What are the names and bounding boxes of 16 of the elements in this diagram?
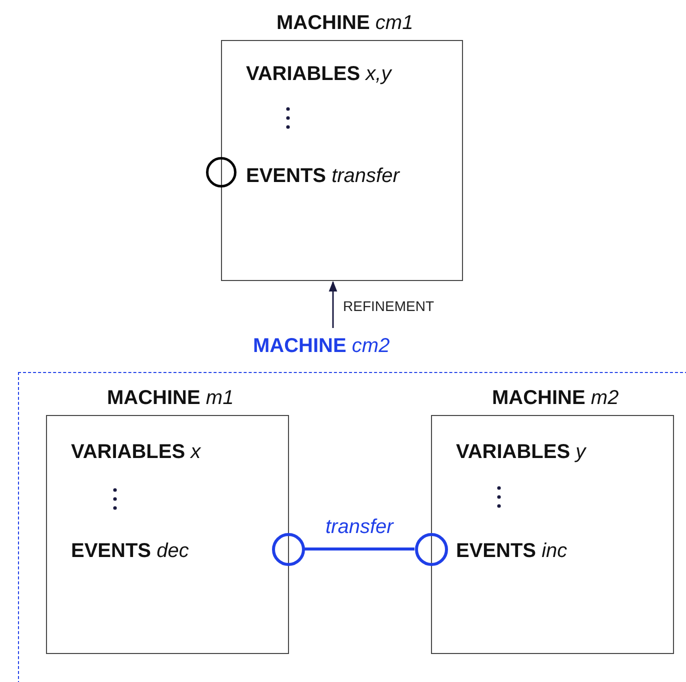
event-port-circle [414,532,448,566]
variables-text: VARIABLES y [456,440,586,464]
event-port-circle [206,156,236,188]
events-text: EVENTS inc [456,539,568,563]
events-text: EVENTS transfer [246,164,400,188]
machine-heading: MACHINE m2 [492,386,619,410]
connector-line [304,548,414,550]
machine-heading: MACHINE m1 [107,386,234,410]
refinement-arrow [328,280,338,328]
event-port-circle [272,532,304,566]
machine-heading: MACHINE cm1 [276,11,414,35]
edge-label: REFINEMENT [343,298,434,314]
variables-text: VARIABLES x [71,440,201,464]
events-text: EVENTS dec [71,539,189,563]
machine-heading: MACHINE cm2 [253,334,390,358]
variables-text: VARIABLES x,y [246,62,392,86]
